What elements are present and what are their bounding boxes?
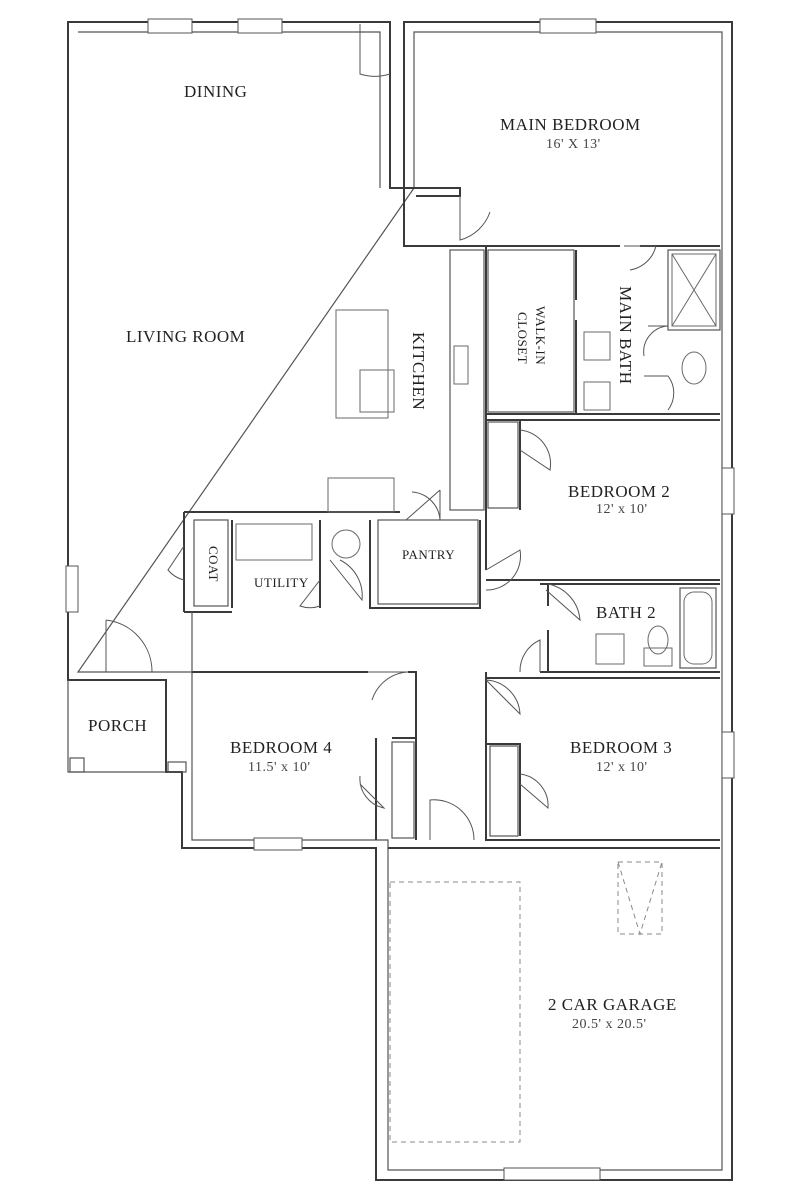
porch-label: PORCH (88, 716, 148, 735)
main-bedroom-size: 16' X 13' (546, 137, 601, 152)
bath-2-label: BATH 2 (596, 603, 657, 622)
fixtures (235, 253, 717, 667)
kitchen-label: KITCHEN (409, 332, 428, 411)
pantry-label: PANTRY (402, 547, 456, 562)
windows (65, 18, 735, 1181)
bedroom-2-size: 12' x 10' (596, 502, 648, 517)
garage-size: 20.5' x 20.5' (572, 1017, 647, 1032)
dining-label: DINING (184, 82, 248, 101)
bedroom-4-label: BEDROOM 4 (230, 738, 333, 757)
living-room-label: LIVING ROOM (126, 327, 246, 346)
utility-label: UTILITY (254, 575, 309, 590)
garage-label: 2 CAR GARAGE (548, 995, 677, 1014)
coat-label: COAT (206, 546, 221, 582)
bedroom-4-size: 11.5' x 10' (248, 760, 311, 775)
main-bedroom-label: MAIN BEDROOM (500, 115, 641, 134)
main-bath-label: MAIN BATH (616, 286, 635, 385)
walk-in-closet-label-1: WALK-IN (533, 306, 548, 366)
bedroom-3-size: 12' x 10' (596, 760, 648, 775)
interior-walls (67, 187, 721, 849)
walk-in-closet-label-2: CLOSET (515, 312, 530, 365)
bedroom-3-label: BEDROOM 3 (570, 738, 673, 757)
bedroom-2-label: BEDROOM 2 (568, 482, 671, 501)
door-swings (105, 24, 675, 841)
garage-markings (389, 861, 663, 1143)
